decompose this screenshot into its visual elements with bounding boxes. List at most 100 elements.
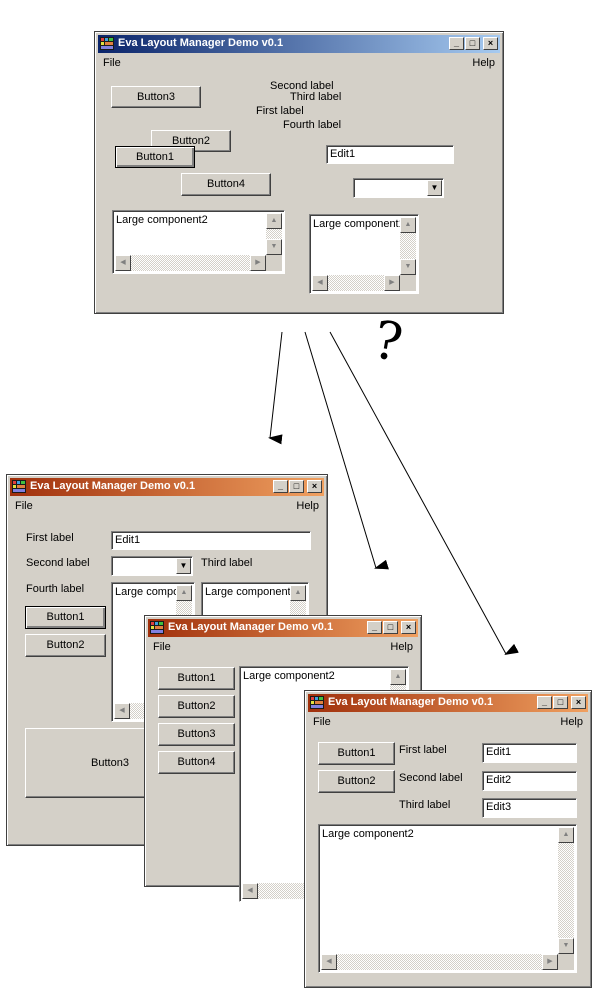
menu-help[interactable]: Help: [390, 641, 413, 653]
scroll-left-icon[interactable]: ◀: [321, 954, 337, 970]
close-button[interactable]: ×: [571, 696, 586, 709]
button1[interactable]: Button1: [115, 146, 195, 168]
menu-help[interactable]: Help: [560, 716, 583, 728]
close-button[interactable]: ×: [483, 37, 498, 50]
button1[interactable]: Button1: [158, 667, 235, 690]
menu-help[interactable]: Help: [296, 500, 319, 512]
window-title: Eva Layout Manager Demo v0.1: [328, 696, 494, 708]
large-component2[interactable]: Large component2 ▲ ▼ ◀ ▶: [318, 824, 577, 973]
vertical-scrollbar[interactable]: ▲ ▼: [400, 217, 416, 275]
scroll-corner: [400, 275, 416, 291]
combo-box[interactable]: ▼: [353, 178, 444, 198]
menu-bar: File Help: [311, 716, 585, 730]
scroll-up-icon[interactable]: ▲: [558, 827, 574, 843]
arrow-to-right-window: [329, 331, 519, 655]
scroll-up-icon[interactable]: ▲: [390, 669, 406, 685]
first-label: First label: [399, 744, 447, 756]
second-label: Second label: [399, 772, 463, 784]
scroll-right-icon[interactable]: ▶: [384, 275, 400, 291]
button4[interactable]: Button4: [181, 173, 271, 196]
maximize-button[interactable]: □: [553, 696, 568, 709]
title-bar[interactable]: Eva Layout Manager Demo v0.1 _ □ ×: [308, 694, 588, 712]
combo-box[interactable]: ▼: [111, 556, 193, 576]
button2[interactable]: Button2: [318, 770, 395, 793]
scroll-up-icon[interactable]: ▲: [290, 585, 306, 601]
horizontal-scrollbar[interactable]: ◀ ▶: [312, 275, 400, 291]
app-icon: [12, 480, 26, 493]
edit1-field[interactable]: Edit1: [111, 531, 311, 550]
fourth-label: Fourth label: [26, 583, 85, 595]
scroll-left-icon[interactable]: ◀: [115, 255, 131, 271]
scroll-left-icon[interactable]: ◀: [242, 883, 258, 899]
scroll-corner: [266, 255, 282, 271]
horizontal-scrollbar[interactable]: ◀ ▶: [321, 954, 558, 970]
app-icon: [310, 696, 324, 709]
scroll-right-icon[interactable]: ▶: [250, 255, 266, 271]
dropdown-arrow-icon[interactable]: ▼: [176, 558, 191, 574]
second-label: Second label: [270, 80, 334, 92]
third-label: Third label: [399, 799, 451, 811]
edit3-field[interactable]: Edit3: [482, 798, 577, 818]
large-component2-text: Large component2: [116, 214, 208, 226]
scroll-left-icon[interactable]: ◀: [312, 275, 328, 291]
title-bar[interactable]: Eva Layout Manager Demo v0.1 _ □ ×: [10, 478, 324, 496]
close-button[interactable]: ×: [307, 480, 322, 493]
button2[interactable]: Button2: [158, 695, 235, 718]
third-label: Third label: [290, 91, 342, 103]
minimize-button[interactable]: _: [273, 480, 288, 493]
vertical-scrollbar[interactable]: ▲ ▼: [558, 827, 574, 954]
menu-bar: File Help: [101, 57, 497, 71]
edit1-field[interactable]: Edit1: [326, 145, 454, 164]
arrow-to-left-window: [268, 331, 283, 445]
large-component2[interactable]: Large component2 ▲ ▼ ◀ ▶: [112, 210, 285, 274]
button1[interactable]: Button1: [318, 742, 395, 765]
button1[interactable]: Button1: [25, 606, 106, 629]
menu-bar: File Help: [13, 500, 321, 514]
menu-help[interactable]: Help: [472, 57, 495, 69]
edit2-field[interactable]: Edit2: [482, 771, 577, 791]
title-bar[interactable]: Eva Layout Manager Demo v0.1 _ □ ×: [148, 619, 418, 637]
minimize-button[interactable]: _: [537, 696, 552, 709]
large-component2-text: Large component2: [243, 670, 335, 682]
scroll-up-icon[interactable]: ▲: [266, 213, 282, 229]
scroll-up-icon[interactable]: ▲: [176, 585, 192, 601]
scroll-down-icon[interactable]: ▼: [400, 259, 416, 275]
scroll-left-icon[interactable]: ◀: [114, 703, 130, 719]
scroll-up-icon[interactable]: ▲: [400, 217, 416, 233]
scroll-down-icon[interactable]: ▼: [558, 938, 574, 954]
window-title: Eva Layout Manager Demo v0.1: [118, 37, 284, 49]
menu-file[interactable]: File: [313, 716, 331, 728]
menu-file[interactable]: File: [15, 500, 33, 512]
first-label: First label: [256, 105, 304, 117]
third-label: Third label: [201, 557, 253, 569]
edit1-field[interactable]: Edit1: [482, 743, 577, 763]
button3[interactable]: Button3: [111, 86, 201, 108]
app-icon: [150, 621, 164, 634]
minimize-button[interactable]: _: [449, 37, 464, 50]
button3[interactable]: Button3: [158, 723, 235, 746]
close-button[interactable]: ×: [401, 621, 416, 634]
large-component1[interactable]: Large component1 ▲: [201, 582, 309, 622]
large-component2-text: Large component2: [322, 828, 414, 840]
large-component1[interactable]: Large component1 ▲ ▼ ◀ ▶: [309, 214, 419, 294]
scroll-down-icon[interactable]: ▼: [266, 239, 282, 255]
title-bar[interactable]: Eva Layout Manager Demo v0.1 _ □ ×: [98, 35, 500, 53]
button2[interactable]: Button2: [25, 634, 106, 657]
maximize-button[interactable]: □: [465, 37, 480, 50]
window-title: Eva Layout Manager Demo v0.1: [30, 480, 196, 492]
minimize-button[interactable]: _: [367, 621, 382, 634]
maximize-button[interactable]: □: [383, 621, 398, 634]
large-component1-text: Large component1: [313, 218, 405, 230]
vertical-scrollbar[interactable]: ▲ ▼: [266, 213, 282, 255]
app-icon: [100, 37, 114, 50]
maximize-button[interactable]: □: [289, 480, 304, 493]
vertical-scrollbar[interactable]: ▲: [290, 585, 306, 621]
button4[interactable]: Button4: [158, 751, 235, 774]
dropdown-arrow-icon[interactable]: ▼: [427, 180, 442, 196]
menu-file[interactable]: File: [153, 641, 171, 653]
menu-bar: File Help: [151, 641, 415, 655]
window-title: Eva Layout Manager Demo v0.1: [168, 621, 334, 633]
menu-file[interactable]: File: [103, 57, 121, 69]
horizontal-scrollbar[interactable]: ◀ ▶: [115, 255, 266, 271]
scroll-right-icon[interactable]: ▶: [542, 954, 558, 970]
